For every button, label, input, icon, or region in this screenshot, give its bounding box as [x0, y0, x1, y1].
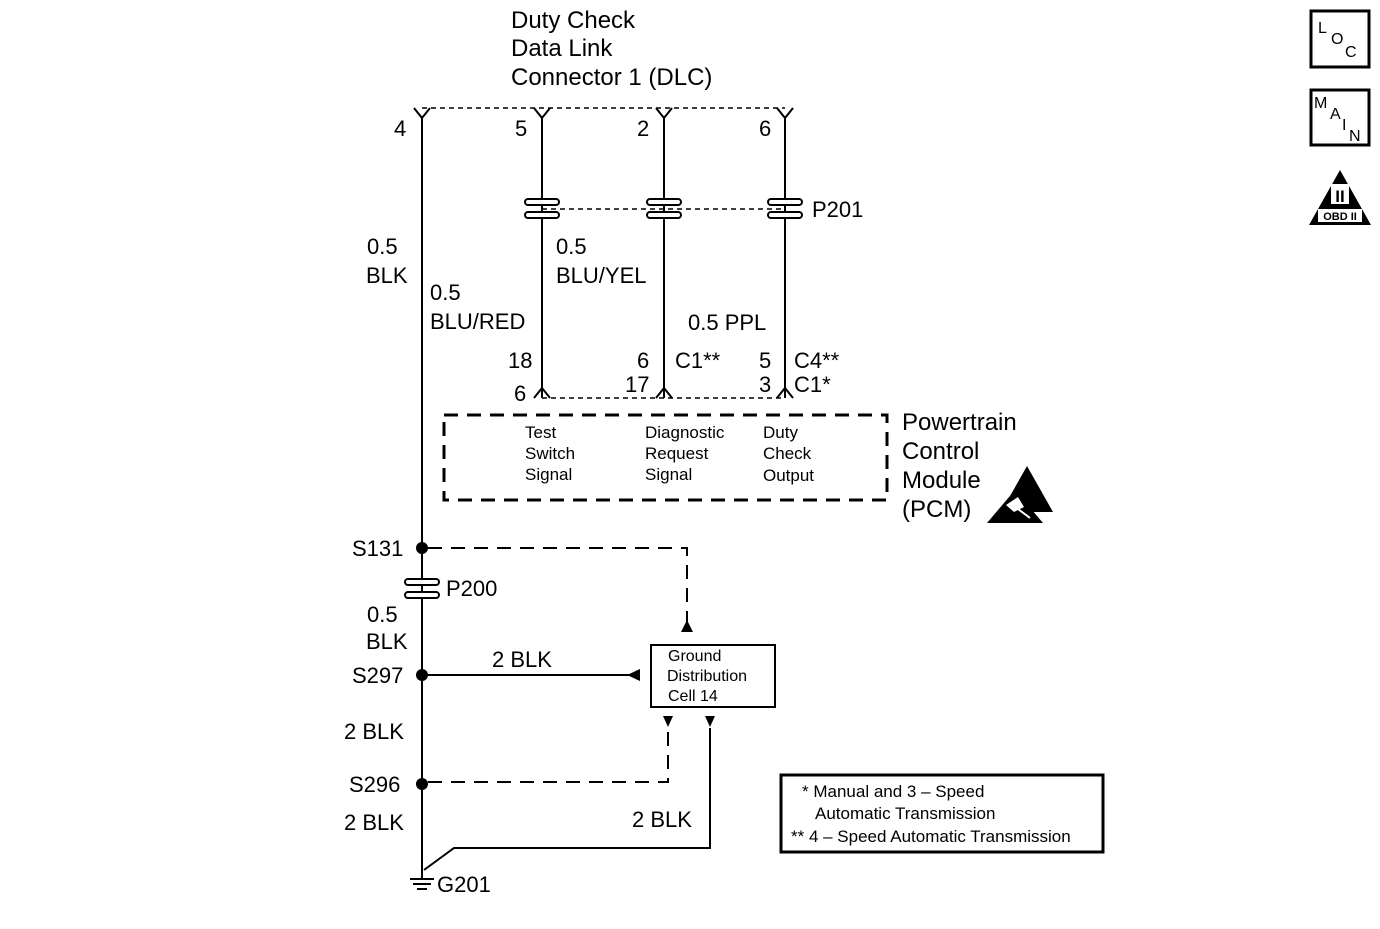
svg-text:I: I — [1342, 117, 1346, 134]
ppl-label: 0.5 PPL — [688, 310, 766, 335]
arrow-down-icon — [705, 716, 715, 727]
s297-wire-label: 2 BLK — [492, 647, 552, 672]
pcm-pin-3: 3 — [759, 372, 771, 397]
notes-box — [779, 773, 1105, 854]
p200-label: P200 — [446, 576, 497, 601]
pcm-pin-5: 5 — [759, 348, 771, 373]
esd-warning-icon — [987, 466, 1053, 523]
svg-text:Request: Request — [645, 444, 709, 463]
dlc-pin-6: 6 — [759, 116, 771, 141]
blu-yel-color: BLU/YEL — [556, 263, 647, 288]
gdc-line-1: Ground — [668, 648, 721, 665]
ground-distribution-box — [650, 644, 776, 708]
svg-text:M: M — [1314, 95, 1327, 112]
pcm-pin-6-b: 6 — [637, 348, 649, 373]
svg-text:Signal: Signal — [525, 465, 572, 484]
loc-icon[interactable]: L O C — [1309, 9, 1371, 69]
svg-text:O: O — [1331, 31, 1343, 48]
dlc-title-line-3: Connector 1 (DLC) — [511, 64, 712, 91]
dlc-title: Duty Check Data Link Connector 1 (DLC) — [511, 7, 712, 91]
svg-text:OBD II: OBD II — [1323, 211, 1357, 223]
p201-label: P201 — [812, 197, 863, 222]
pcm-signal-diagnostic-request: Diagnostic Request Signal — [645, 423, 725, 484]
pcm-terminals — [533, 386, 794, 399]
splice-s296-label: S296 — [349, 772, 400, 797]
pcm-box — [442, 413, 889, 502]
splice-s296 — [416, 778, 428, 790]
splice-s131 — [416, 542, 428, 554]
arrow-down-icon — [663, 716, 673, 727]
svg-text:Signal: Signal — [645, 465, 692, 484]
svg-text:Powertrain: Powertrain — [902, 409, 1017, 436]
main-icon[interactable]: M A I N — [1309, 88, 1371, 147]
svg-text:II: II — [1335, 187, 1344, 206]
connector-c4-dd: C4** — [794, 348, 840, 373]
connector-c1-dd: C1** — [675, 348, 721, 373]
pcm-signal-test-switch: Test Switch Signal — [525, 423, 575, 484]
arrow-up-icon — [681, 620, 693, 632]
blu-red-color: BLU/RED — [430, 309, 525, 334]
gdc-line-2: Distribution — [667, 668, 747, 685]
s297-s296-wire-label: 2 BLK — [344, 719, 404, 744]
svg-text:Switch: Switch — [525, 444, 575, 463]
svg-text:C: C — [1345, 44, 1357, 61]
s296-to-gdc — [428, 728, 669, 783]
svg-text:A: A — [1330, 106, 1341, 123]
arrow-left-icon — [627, 669, 640, 681]
svg-text:N: N — [1349, 128, 1361, 145]
s296-g201-wire-label: 2 BLK — [344, 810, 404, 835]
svg-text:Diagnostic: Diagnostic — [645, 423, 725, 442]
pcm-pin-17: 17 — [625, 372, 649, 397]
gdc-g201-wire-label: 2 BLK — [632, 807, 692, 832]
dlc-title-line-2: Data Link — [511, 35, 613, 62]
blu-red-gauge: 0.5 — [430, 280, 461, 305]
connector-c1-d: C1* — [794, 372, 831, 397]
note-4-speed: ** 4 – Speed Automatic Transmission — [791, 827, 1071, 846]
s131-to-gdc — [428, 547, 688, 622]
blu-yel-gauge: 0.5 — [556, 234, 587, 259]
note-automatic: Automatic Transmission — [815, 804, 995, 823]
pcm-name: Powertrain Control Module (PCM) — [902, 409, 1017, 523]
svg-text:(PCM): (PCM) — [902, 496, 971, 523]
dlc-pin-5: 5 — [515, 116, 527, 141]
svg-text:Test: Test — [525, 423, 556, 442]
splice-s131-label: S131 — [352, 536, 403, 561]
obd-ii-icon[interactable]: II OBD II — [1309, 170, 1371, 225]
blk-color: BLK — [366, 263, 408, 288]
svg-text:Check: Check — [763, 444, 812, 463]
pcm-signal-duty-check: Duty Check Output — [763, 423, 814, 485]
p201-connector — [524, 198, 803, 219]
gdc-line-3: Cell 14 — [668, 688, 718, 705]
ground-icon — [410, 878, 434, 890]
dlc-title-line-1: Duty Check — [511, 7, 636, 34]
svg-text:Control: Control — [902, 438, 979, 465]
svg-text:Module: Module — [902, 467, 981, 494]
dlc-terminals — [413, 107, 794, 120]
pcm-pin-18: 18 — [508, 348, 532, 373]
gdc-to-g201-wire — [423, 728, 711, 871]
lower-blk-color: BLK — [366, 629, 408, 654]
lower-blk-gauge: 0.5 — [367, 602, 398, 627]
note-manual: * Manual and 3 – Speed — [802, 782, 984, 801]
svg-text:L: L — [1318, 20, 1327, 37]
p200-connector — [404, 578, 440, 599]
dlc-pin-4: 4 — [394, 116, 406, 141]
svg-text:Duty: Duty — [763, 423, 798, 442]
blk-gauge: 0.5 — [367, 234, 398, 259]
svg-text:Output: Output — [763, 466, 814, 485]
pcm-pin-6-a: 6 — [514, 381, 526, 406]
dlc-pin-2: 2 — [637, 116, 649, 141]
splice-s297-label: S297 — [352, 663, 403, 688]
ground-g201-label: G201 — [437, 872, 491, 897]
